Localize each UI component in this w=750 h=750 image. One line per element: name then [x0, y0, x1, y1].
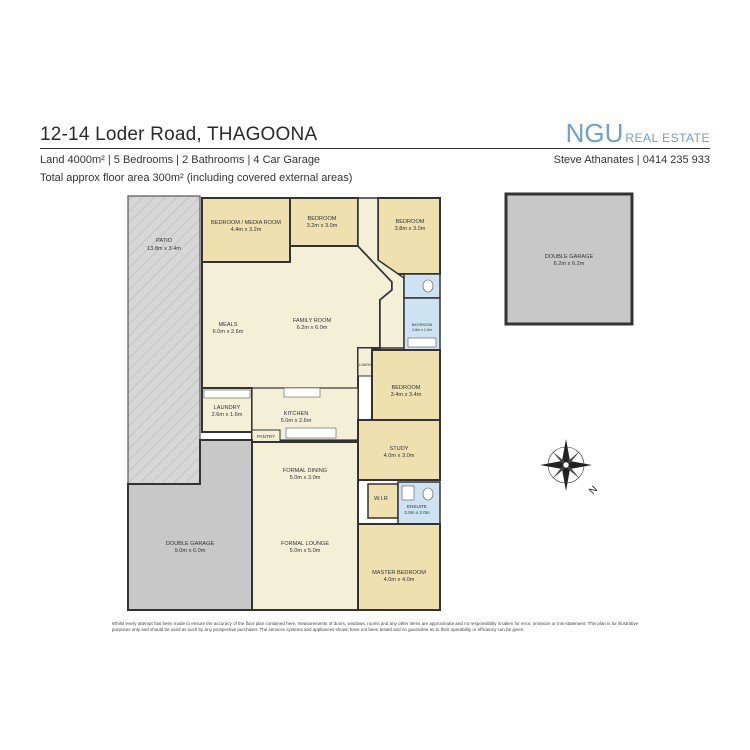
- double-garage-attached: [127, 439, 253, 611]
- bedroom-4: [371, 349, 441, 421]
- label-study-size: 4.0m x 3.0m: [384, 453, 415, 459]
- label-laundry: LAUNDRY: [214, 405, 241, 411]
- ensuite-shower: [401, 485, 415, 501]
- label-garage-detached: DOUBLE GARAGE: [545, 254, 594, 260]
- label-linen: LINEN: [359, 362, 371, 367]
- study: [357, 419, 441, 481]
- label-bedroom-4-size: 3.4m x 3.4m: [391, 392, 422, 398]
- bath-tub: [407, 337, 437, 348]
- label-bedroom-3-size: 3.8m x 3.0m: [395, 226, 426, 232]
- laundry-bench: [203, 389, 251, 399]
- label-garage-attached: DOUBLE GARAGE: [166, 541, 215, 547]
- label-ensuite: ENSUITE: [407, 504, 427, 509]
- brand-sub: REAL ESTATE: [625, 131, 710, 145]
- label-bedroom-2: BEDROOM: [308, 216, 337, 222]
- ensuite-toilet-icon: [422, 487, 434, 501]
- label-formal-lounge: FORMAL LOUNGE: [281, 541, 330, 547]
- label-meals: MEALS: [219, 322, 238, 328]
- floor-area-note: Total approx floor area 300m² (including…: [40, 172, 353, 184]
- label-family-room: FAMILY ROOM: [293, 318, 332, 324]
- header-divider: [40, 148, 710, 149]
- label-kitchen: KITCHEN: [284, 411, 309, 417]
- label-bedroom-2-size: 3.2m x 3.0m: [307, 223, 338, 229]
- label-family-room-size: 6.2m x 6.0m: [297, 325, 328, 331]
- label-patio: PATIO: [156, 238, 173, 244]
- label-bathroom: BATHROOM: [412, 323, 433, 327]
- bedroom-3: [377, 197, 441, 275]
- compass-north-label: N: [587, 484, 600, 497]
- label-garage-detached-size: 6.2m x 6.2m: [554, 261, 585, 267]
- label-wir: W.I.R: [374, 496, 388, 502]
- toilet-icon: [422, 279, 434, 293]
- label-pantry: PANTRY: [257, 434, 275, 439]
- property-summary: Land 4000m² | 5 Bedrooms | 2 Bathrooms |…: [40, 154, 321, 166]
- master-bedroom: [357, 523, 441, 611]
- toilet-room: [403, 273, 441, 299]
- label-bedroom-media: BEDROOM / MEDIA ROOM: [211, 220, 281, 226]
- label-meals-size: 6.0m x 2.6m: [213, 329, 244, 335]
- patio-area: [127, 195, 201, 485]
- double-garage-detached: [504, 192, 634, 326]
- bedroom-2: [289, 197, 359, 247]
- label-bathroom-size: 2.8m x 1.9m: [412, 328, 432, 332]
- label-formal-lounge-size: 5.0m x 5.0m: [290, 548, 321, 554]
- disclaimer-text: Whilst every attempt has been made to en…: [112, 621, 639, 632]
- formal-dining-lounge: [251, 441, 359, 611]
- label-formal-dining-size: 5.0m x 3.0m: [290, 475, 321, 481]
- hallway: [357, 197, 405, 349]
- agent-contact: Steve Athanates | 0414 235 933: [553, 154, 710, 166]
- compass-icon: [540, 439, 592, 491]
- label-master-bedroom-size: 4.0m x 4.0m: [384, 577, 415, 583]
- label-bedroom-3: BEDROOM: [396, 219, 425, 225]
- property-address: 12-14 Loder Road, THAGOONA: [40, 124, 318, 145]
- label-bedroom-media-size: 4.4m x 3.2m: [231, 227, 262, 233]
- walk-in-robe: [367, 483, 399, 519]
- brand-main: NGU: [565, 118, 624, 148]
- label-bedroom-4: BEDROOM: [392, 385, 421, 391]
- label-ensuite-size: 2.0m x 2.0m: [404, 510, 429, 515]
- label-patio-size: 13.8m x 3.4m: [147, 246, 181, 252]
- kitchen-island: [285, 427, 337, 439]
- label-study: STUDY: [390, 446, 409, 452]
- label-laundry-size: 2.6m x 1.6m: [212, 412, 243, 418]
- label-formal-dining: FORMAL DINING: [283, 468, 327, 474]
- label-master-bedroom: MASTER BEDROOM: [372, 570, 426, 576]
- label-garage-attached-size: 9.0m x 6.0m: [175, 548, 206, 554]
- kitchen-bench: [283, 387, 321, 398]
- label-kitchen-size: 5.0m x 2.6m: [281, 418, 312, 424]
